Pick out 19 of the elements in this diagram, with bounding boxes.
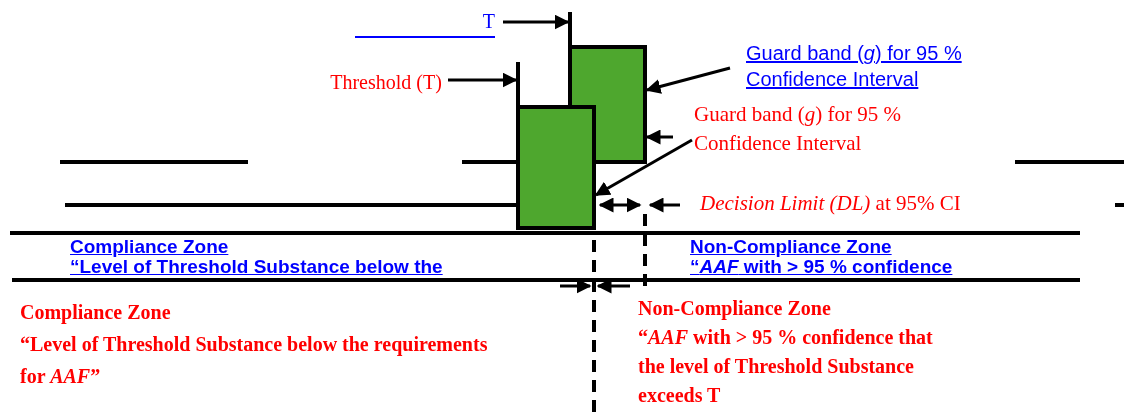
inserted-label: Guard band (g) for 95 % Confidence Interval bbox=[746, 40, 1021, 92]
arrow bbox=[645, 129, 673, 145]
zone-description: “Level of Threshold Substance below the bbox=[70, 257, 444, 277]
deleted-label: Threshold (T) bbox=[330, 68, 442, 126]
zone-heading: Compliance Zone bbox=[70, 237, 230, 257]
arrow bbox=[594, 138, 693, 197]
arrow bbox=[503, 14, 570, 30]
guard-band-box bbox=[516, 62, 596, 230]
zone-heading: Non-Compliance Zone bbox=[638, 296, 832, 322]
zone-description: “Level of Threshold Substance below the requirements for AAF” bbox=[20, 332, 489, 389]
zone-heading: Non-Compliance Zone bbox=[690, 237, 893, 257]
deleted-label: Guard band (g) for 95 % Confidence Interval bbox=[694, 100, 964, 158]
arrow bbox=[645, 66, 731, 94]
arrow bbox=[448, 72, 518, 88]
zone-description: “AAF with > 95 % confidence that the level of Threshold Substance exceeds T bbox=[638, 325, 934, 408]
zone-heading: Compliance Zone bbox=[20, 300, 172, 326]
deleted-label: Decision Limit (DL) at 95% CI bbox=[700, 189, 1000, 217]
zone-description: “AAF with > 95 % confidence bbox=[690, 257, 954, 277]
inserted-label: T bbox=[355, 8, 495, 38]
